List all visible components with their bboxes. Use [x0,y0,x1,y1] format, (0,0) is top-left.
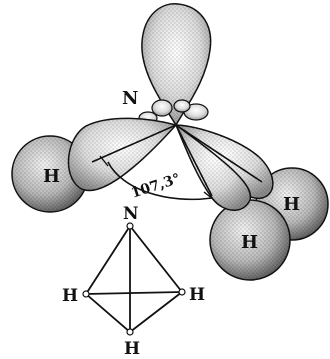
edge-left-bottom [86,294,130,332]
schematic-tetrahedron [86,226,182,332]
atom-marker-right [179,289,185,295]
edge-right-bottom [130,292,182,332]
hydrogen-label-front: H [241,232,258,253]
schematic-atom-markers [83,223,185,335]
schematic-hydrogen-bottom: H [124,339,140,359]
nitrogen-label: N [122,88,138,109]
schematic-hydrogen-left: H [62,286,78,306]
atom-marker-bottom [127,329,133,335]
schematic-hydrogen-right: H [189,285,205,305]
schematic-nitrogen-label: N [123,204,139,224]
hydrogen-label-left: H [43,166,60,187]
edge-left-right [86,292,182,294]
edge-top-right [130,226,182,292]
atom-marker-left [83,291,89,297]
edge-top-left [86,226,130,294]
hydrogen-label-back: H [283,194,300,215]
bond-angle-label: 107,3° [129,171,182,202]
